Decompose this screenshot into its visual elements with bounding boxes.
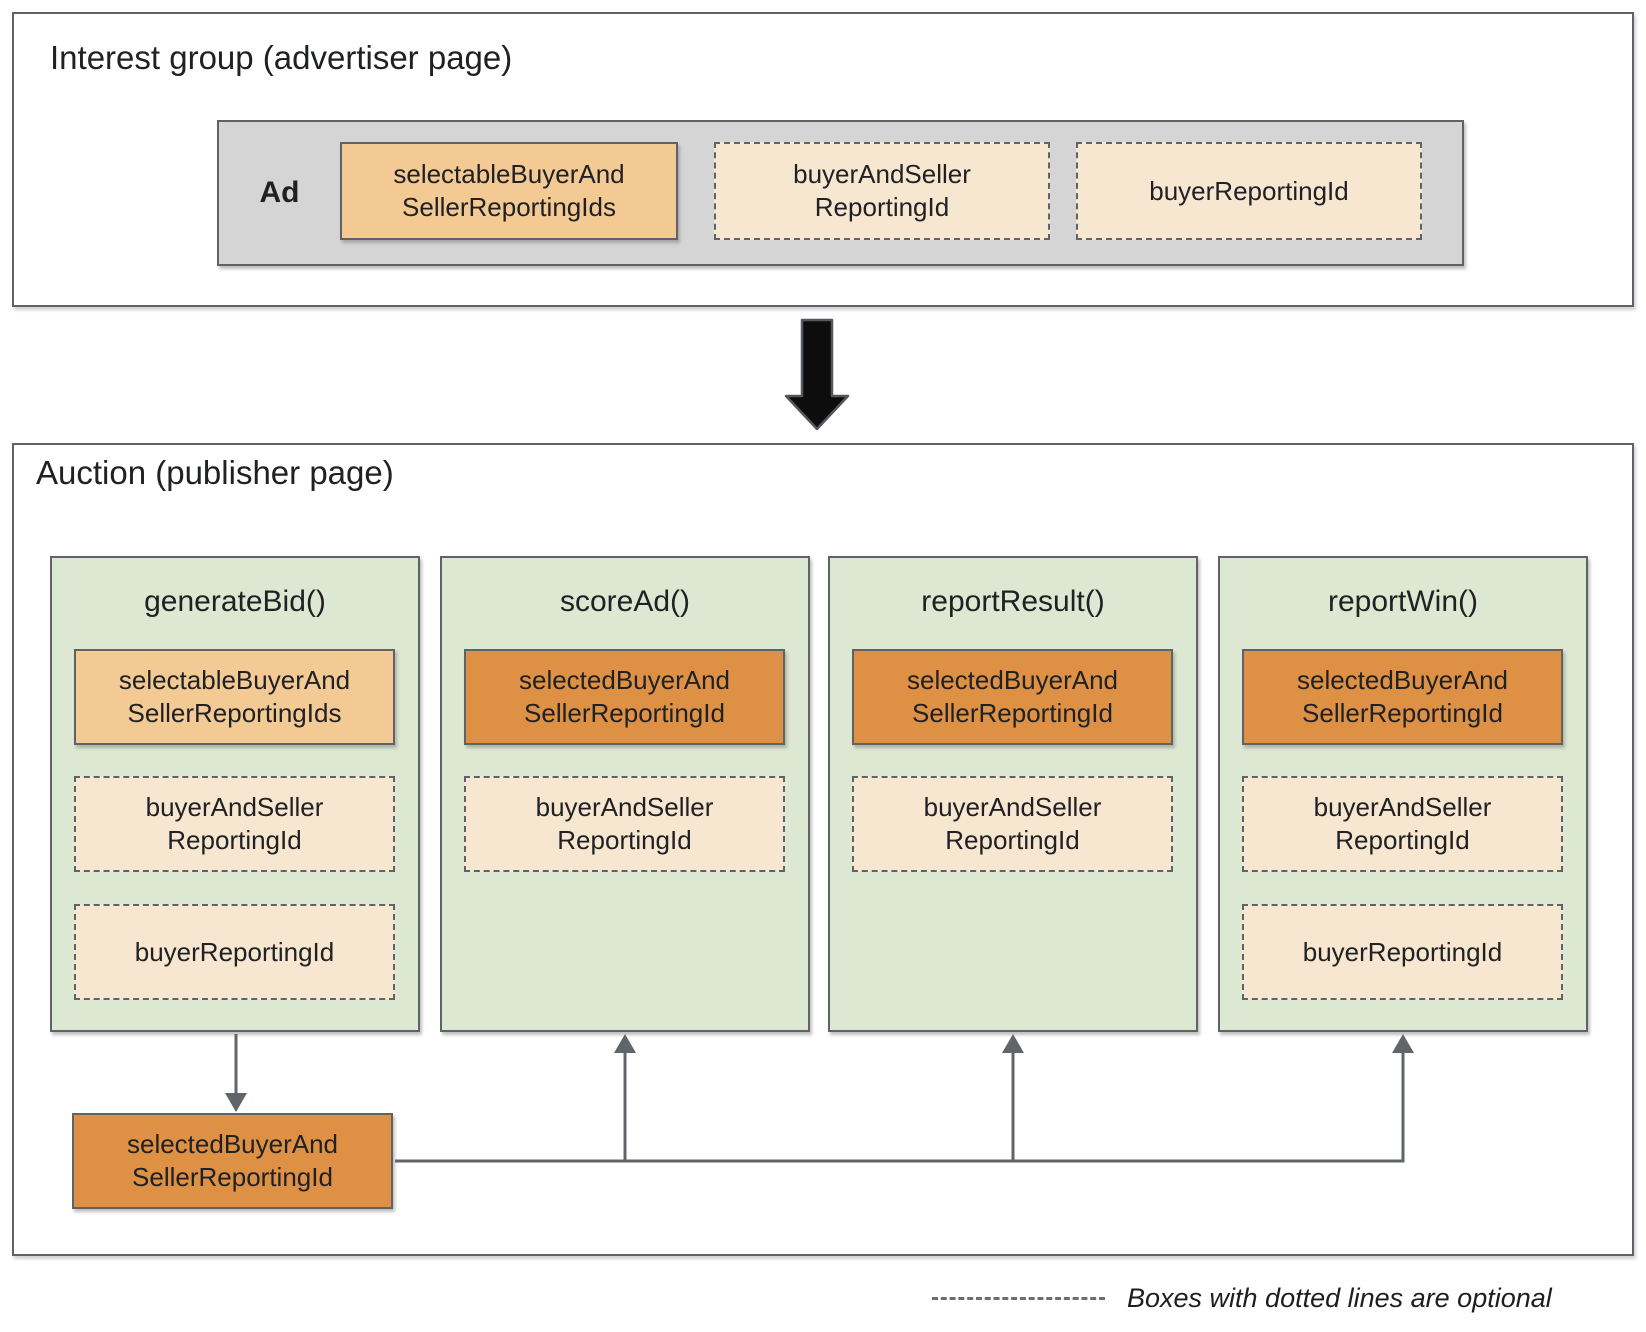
buyer-and-seller-reporting-id-box: buyerAndSeller ReportingId	[464, 776, 785, 872]
interest-group-section: Interest group (advertiser page) Ad sele…	[12, 12, 1634, 307]
selectable-buyer-and-seller-reporting-ids-box: selectableBuyerAnd SellerReportingIds	[74, 649, 395, 745]
legend-text: Boxes with dotted lines are optional	[1127, 1283, 1552, 1313]
selected-buyer-and-seller-reporting-id-result-box: selectedBuyerAnd SellerReportingId	[72, 1113, 393, 1209]
selected-buyer-and-seller-reporting-id-box: selectedBuyerAnd SellerReportingId	[1242, 649, 1563, 745]
report-result-column: reportResult() selectedBuyerAnd SellerRe…	[828, 556, 1198, 1032]
buyer-and-seller-reporting-id-box: buyerAndSeller ReportingId	[852, 776, 1173, 872]
section-flow-arrow-down-icon	[784, 318, 850, 431]
ad-container: Ad selectableBuyerAnd SellerReportingIds…	[217, 120, 1464, 266]
interest-group-title: Interest group (advertiser page)	[50, 39, 513, 76]
generate-bid-title: generateBid()	[144, 585, 326, 618]
buyer-and-seller-reporting-id-box: buyerAndSeller ReportingId	[74, 776, 395, 872]
buyer-reporting-id-box: buyerReportingId	[74, 904, 395, 1000]
generate-bid-column: generateBid() selectableBuyerAnd SellerR…	[50, 556, 420, 1032]
auction-title: Auction (publisher page)	[36, 454, 394, 491]
selectable-buyer-and-seller-reporting-ids-box: selectableBuyerAnd SellerReportingIds	[340, 142, 678, 240]
report-win-column: reportWin() selectedBuyerAnd SellerRepor…	[1218, 556, 1588, 1032]
ad-label: Ad	[259, 176, 300, 209]
score-ad-column: scoreAd() selectedBuyerAnd SellerReporti…	[440, 556, 810, 1032]
selected-buyer-and-seller-reporting-id-box: selectedBuyerAnd SellerReportingId	[852, 649, 1173, 745]
report-result-title: reportResult()	[921, 585, 1105, 618]
score-ad-title: scoreAd()	[559, 585, 691, 618]
report-win-title: reportWin()	[1327, 585, 1478, 618]
buyer-and-seller-reporting-id-box: buyerAndSeller ReportingId	[714, 142, 1050, 240]
buyer-and-seller-reporting-id-box: buyerAndSeller ReportingId	[1242, 776, 1563, 872]
buyer-reporting-id-box: buyerReportingId	[1242, 904, 1563, 1000]
optional-dashed-line-sample	[932, 1297, 1105, 1300]
selected-buyer-and-seller-reporting-id-box: selectedBuyerAnd SellerReportingId	[464, 649, 785, 745]
buyer-reporting-id-box: buyerReportingId	[1076, 142, 1422, 240]
